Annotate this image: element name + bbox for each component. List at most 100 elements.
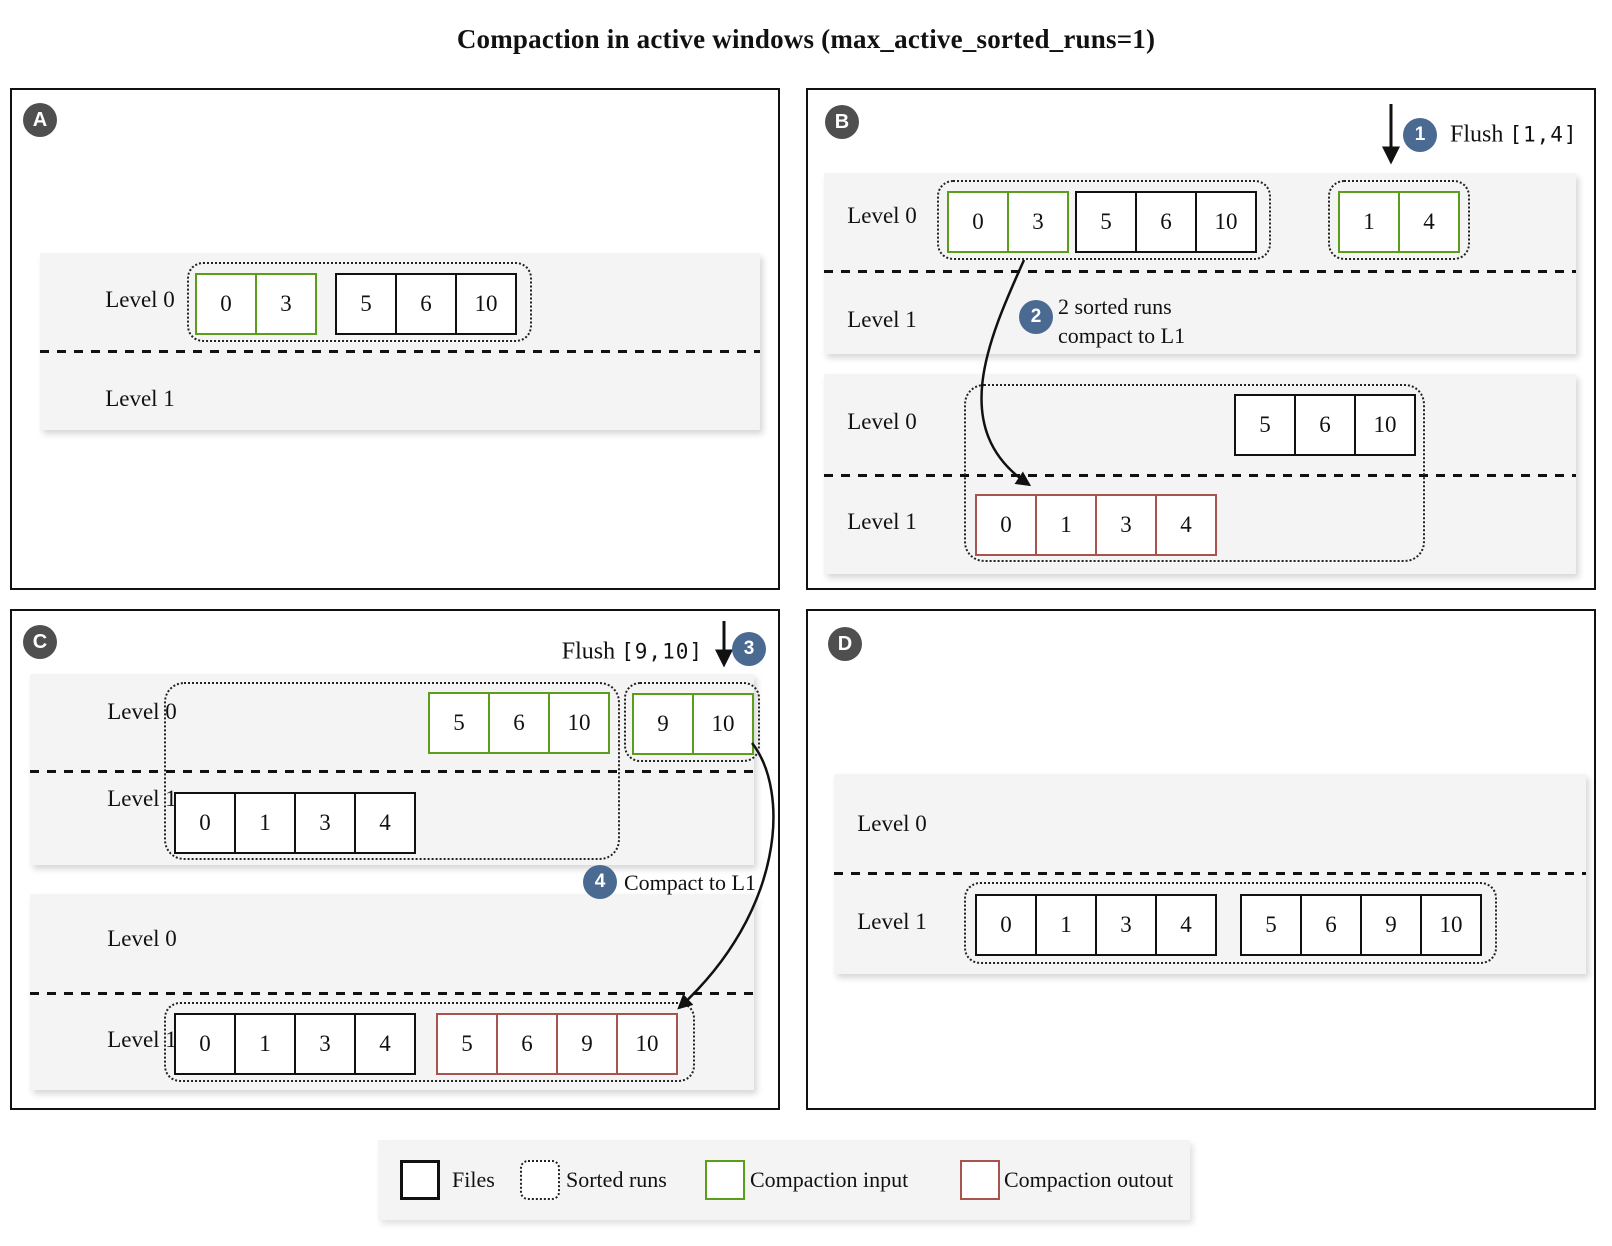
file-cell: 9 xyxy=(1360,896,1420,954)
flush-range-label: [1,4] xyxy=(1509,122,1578,147)
step-badge-2: 2 xyxy=(1019,300,1053,334)
compact-note-line1: 2 sorted runs xyxy=(1058,294,1172,319)
flush-action-label: Flush xyxy=(1450,121,1504,148)
file-cell: 10 xyxy=(1195,193,1255,251)
legend-compaction-input-label: Compaction input xyxy=(750,1167,909,1192)
panel-c-badge: C xyxy=(23,625,57,659)
file-cell: 4 xyxy=(1398,193,1458,251)
compact-annotation: Compact to L1 xyxy=(624,870,756,895)
legend-files-label: Files xyxy=(452,1167,495,1192)
level-divider xyxy=(40,350,760,353)
file-cell: 6 xyxy=(1300,896,1360,954)
sorted-run-container xyxy=(937,180,1271,260)
file-cell: 4 xyxy=(1155,496,1215,554)
file-cell: 0 xyxy=(199,1031,211,1056)
level1-label: Level 1 xyxy=(105,386,175,411)
file-cell: 5 xyxy=(1265,912,1277,937)
file-cell: 0 xyxy=(199,810,211,835)
file-cell: 3 xyxy=(1007,193,1067,251)
flush-annotation: Flush [9,10] xyxy=(562,639,703,666)
legend-files-swatch xyxy=(400,1160,440,1200)
file-cell: 9 xyxy=(657,711,669,736)
compaction-input-run: 9 10 xyxy=(632,693,754,755)
file-cell: 5 xyxy=(1100,209,1112,234)
sorted-run-container xyxy=(1328,180,1470,260)
compact-note: 2 sorted runs compact to L1 xyxy=(1058,292,1185,350)
level1-label: Level 1 xyxy=(847,307,917,332)
file-cell: 6 xyxy=(496,1015,556,1073)
level-divider xyxy=(30,992,754,995)
legend-compaction-input-swatch xyxy=(705,1160,745,1200)
file-cell: 4 xyxy=(354,1015,414,1073)
file-cell: 3 xyxy=(294,1015,354,1073)
diagram-title: Compaction in active windows (max_active… xyxy=(456,24,1156,54)
file-cell: 6 xyxy=(395,275,455,333)
file-cell: 3 xyxy=(1095,896,1155,954)
file-cell: 10 xyxy=(616,1015,676,1073)
file-cell: 3 xyxy=(294,794,354,852)
sorted-run-container xyxy=(964,384,1425,562)
file-cell: 6 xyxy=(1135,193,1195,251)
file-cell: 10 xyxy=(548,694,608,752)
compact-note-line2: compact to L1 xyxy=(1058,323,1186,348)
level1-label: Level 1 xyxy=(857,909,927,934)
file-cell: 0 xyxy=(220,291,232,316)
file-cell: 10 xyxy=(692,695,752,753)
panel-a-badge: A xyxy=(23,103,57,137)
sorted-run-container xyxy=(964,882,1497,964)
file-cell: 1 xyxy=(1363,209,1375,234)
file-cell: 1 xyxy=(234,1015,294,1073)
step-badge-3: 3 xyxy=(732,632,766,666)
level-divider xyxy=(30,770,754,773)
sorted-run-container xyxy=(187,262,532,342)
level0-label: Level 0 xyxy=(847,409,917,434)
file-cell: 4 xyxy=(1155,896,1215,954)
legend-compaction-output-swatch xyxy=(960,1160,1000,1200)
file-cell: 5 xyxy=(360,291,372,316)
file-cell: 0 xyxy=(1000,912,1012,937)
file-cell: 0 xyxy=(1000,512,1012,537)
file-cell: 10 xyxy=(455,275,515,333)
level0-label: Level 0 xyxy=(857,811,927,836)
legend-sorted-runs-label: Sorted runs xyxy=(566,1167,667,1192)
file-cell: 10 xyxy=(1420,896,1480,954)
file-cell: 9 xyxy=(556,1015,616,1073)
legend-sorted-runs-swatch xyxy=(520,1160,560,1200)
level-divider xyxy=(824,474,1576,477)
file-cell: 6 xyxy=(488,694,548,752)
sorted-run-container xyxy=(164,1002,695,1082)
file-cell: 5 xyxy=(453,710,465,735)
legend: Files Sorted runs Compaction input Compa… xyxy=(378,1140,1190,1220)
file-cell: 3 xyxy=(255,275,315,333)
file-cell: 1 xyxy=(234,794,294,852)
file-cell: 5 xyxy=(1259,412,1271,437)
step-badge-4: 4 xyxy=(583,865,617,899)
flush-action-label: Flush xyxy=(561,638,616,665)
legend-compaction-output-label: Compaction outout xyxy=(1004,1167,1174,1192)
panel-b-badge: B xyxy=(825,105,859,139)
level0-label: Level 0 xyxy=(105,287,175,312)
sorted-run-container xyxy=(164,682,620,860)
level0-label: Level 0 xyxy=(847,203,917,228)
file-cell: 3 xyxy=(1095,496,1155,554)
flush-range-label: [9,10] xyxy=(621,639,703,664)
file-cell: 6 xyxy=(1294,396,1354,454)
file-cell: 1 xyxy=(1035,896,1095,954)
file-cell: 5 xyxy=(461,1031,473,1056)
file-cell: 1 xyxy=(1035,496,1095,554)
level1-label: Level 1 xyxy=(847,509,917,534)
